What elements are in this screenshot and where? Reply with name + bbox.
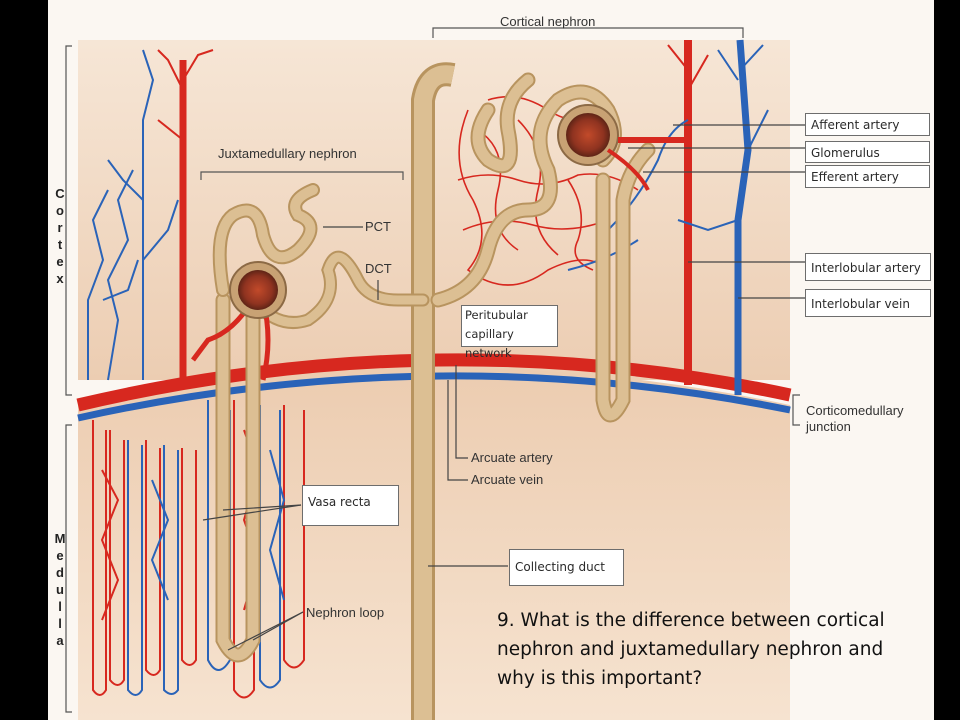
interlobular-vein [734,39,752,395]
peritubular-network-box: Peritubular capillary network [461,305,558,360]
side-label-letter: u [56,582,64,597]
afferent-artery-box: Afferent artery [805,113,930,136]
glomerulus-box: Glomerulus [805,141,930,163]
pct-label: PCT [365,219,391,234]
arcuate-vein-label: Arcuate vein [471,472,544,487]
efferent-artery-box: Efferent artery [805,165,930,188]
dct-label: DCT [365,261,392,276]
question-text: 9. What is the difference between cortic… [497,610,885,689]
efferent-artery [606,148,650,191]
side-label-letter: M [54,531,66,546]
brackets [65,27,800,713]
side-label-letter: l [58,599,62,614]
cortex-arteries-left [157,49,214,380]
side-label-letter: r [57,220,63,235]
nephron-loop-label: Nephron loop [306,605,385,620]
side-label-letter: t [57,237,63,252]
peritubular-network [457,95,639,286]
interlobular-artery-box: Interlobular artery [805,253,931,281]
cortical-nephron-tubule [430,72,656,423]
side-label-letter: e [56,254,64,269]
corticomedullary-junction-label: Corticomedullary junction [806,403,904,434]
side-label-letter: e [56,548,64,563]
side-label-letter: x [56,271,64,286]
side-label-letter: l [58,616,62,631]
cortex-veins-left [87,49,179,381]
side-label-letter: a [56,633,64,648]
arcuate-artery-label: Arcuate artery [471,450,553,465]
arcuate-vein [77,372,791,422]
vasa-recta-box: Vasa recta [302,485,399,526]
juxtamedullary-nephron-label: Juxtamedullary nephron [218,146,357,161]
juxtamedullary-nephron-tubule [212,183,430,663]
cortical-nephron-label: Cortical nephron [500,14,596,29]
nephron-illustration [65,27,806,720]
interlobular-vein-box: Interlobular vein [805,289,931,317]
vasa-recta-left [92,420,197,696]
side-label-letter: o [56,203,64,218]
leader-lines [202,124,806,651]
side-label-letter: C [55,186,65,201]
collecting-duct-box: Collecting duct [509,549,624,586]
side-label-letter: d [56,565,64,580]
